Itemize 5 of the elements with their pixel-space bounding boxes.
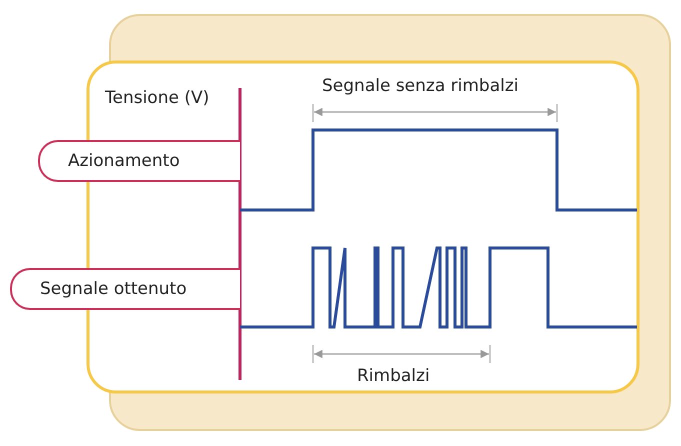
- dimension-label: Segnale senza rimbalzi: [322, 76, 519, 96]
- label-tab: Azionamento: [38, 140, 240, 182]
- dimension-label: Rimbalzi: [357, 366, 430, 386]
- axis-label: Tensione (V): [105, 88, 210, 108]
- label-tab: Segnale ottenuto: [10, 268, 240, 310]
